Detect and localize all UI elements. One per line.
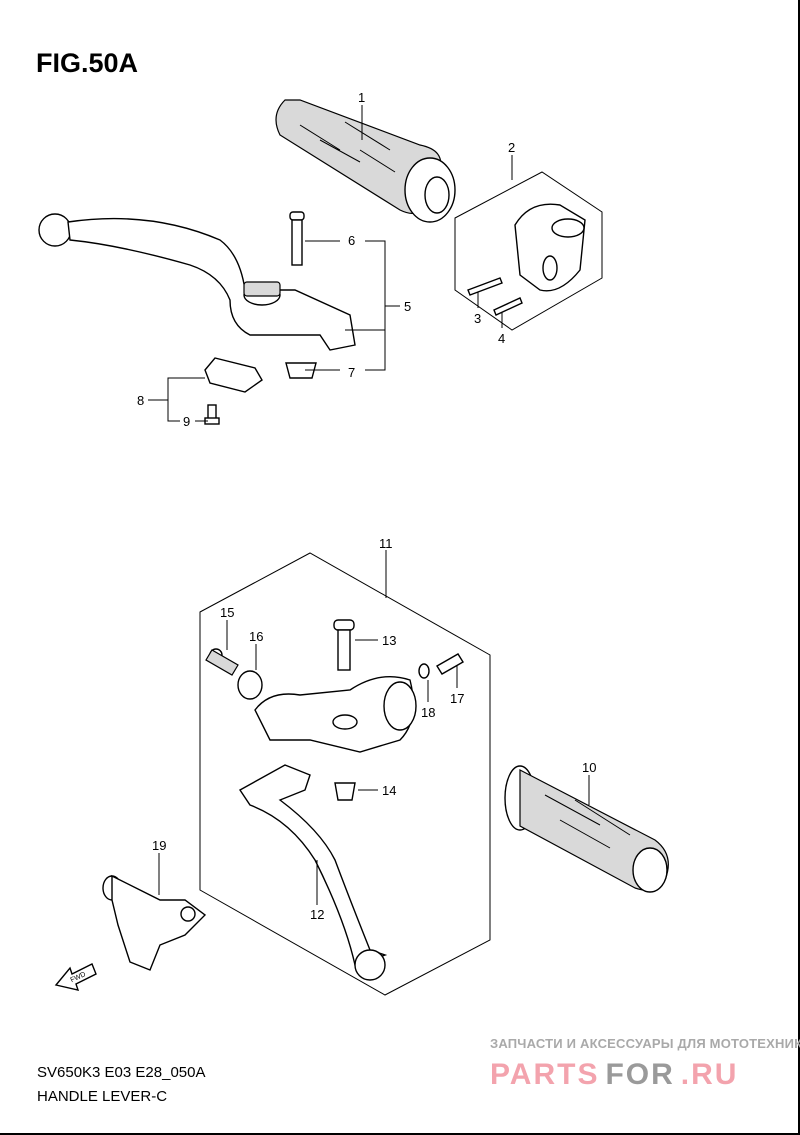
callout-12: 12 bbox=[310, 907, 324, 922]
part-5-brake-lever[interactable] bbox=[38, 211, 356, 379]
callout-17: 17 bbox=[450, 691, 464, 706]
figure-title: FIG.50A bbox=[36, 48, 139, 78]
callout-7: 7 bbox=[348, 365, 355, 380]
callout-1: 1 bbox=[358, 90, 365, 105]
watermark-part-1: PARTS bbox=[490, 1058, 600, 1091]
model-code: SV650K3 E03 E28_050A bbox=[37, 1064, 206, 1081]
part-11-clutch-holder[interactable] bbox=[205, 619, 464, 801]
callout-5: 5 bbox=[404, 299, 411, 314]
callout-11: 11 bbox=[379, 536, 393, 551]
part-8-bracket[interactable] bbox=[204, 357, 263, 425]
callout-16: 16 bbox=[249, 629, 263, 644]
callout-4: 4 bbox=[498, 331, 505, 346]
part-1-throttle-grip[interactable] bbox=[275, 99, 456, 223]
callout-19: 19 bbox=[152, 838, 166, 853]
callout-labels: 1 2 3 4 5 6 7 8 9 10 11 12 13 14 15 16 1… bbox=[137, 90, 596, 922]
fwd-arrow-icon: FWD bbox=[54, 963, 97, 991]
callout-9: 9 bbox=[183, 414, 190, 429]
section-name: HANDLE LEVER-C bbox=[37, 1088, 168, 1105]
part-11-assembly-box bbox=[199, 552, 491, 996]
watermark-part-3: .RU bbox=[680, 1058, 739, 1091]
part-12-clutch-lever[interactable] bbox=[238, 764, 388, 981]
callout-15: 15 bbox=[220, 605, 234, 620]
callout-6: 6 bbox=[348, 233, 355, 248]
callout-2: 2 bbox=[508, 140, 515, 155]
callout-13: 13 bbox=[382, 633, 396, 648]
callout-18: 18 bbox=[421, 705, 435, 720]
leader-lines bbox=[148, 105, 590, 905]
part-19-switch[interactable] bbox=[102, 874, 207, 971]
part-10-handlebar-grip[interactable] bbox=[504, 765, 669, 893]
part-2-throttle-case[interactable] bbox=[454, 171, 603, 331]
watermark-tagline: ЗАПЧАСТИ И АКСЕССУАРЫ ДЛЯ МОТОТЕХНИКИ bbox=[490, 1036, 800, 1051]
callout-8: 8 bbox=[137, 393, 144, 408]
callout-3: 3 bbox=[474, 311, 481, 326]
callout-14: 14 bbox=[382, 783, 396, 798]
watermark-part-2: FOR bbox=[605, 1058, 675, 1091]
callout-10: 10 bbox=[582, 760, 596, 775]
